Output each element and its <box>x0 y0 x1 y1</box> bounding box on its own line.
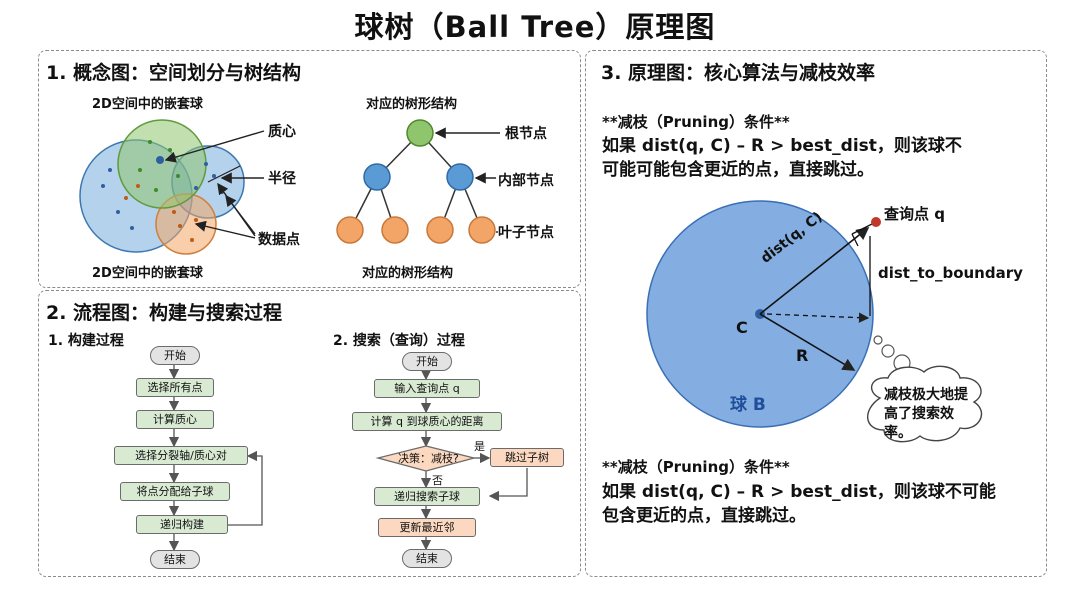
build-step-3: 选择分裂轴/质心对 <box>114 446 248 465</box>
green-ball <box>117 119 207 209</box>
internal-node-left <box>363 163 391 191</box>
root-node-label: 根节点 <box>505 126 547 142</box>
build-step-2: 计算质心 <box>136 410 214 429</box>
pruning-condition-line2-top: 可能可能包含更近的点，直接跳过。 <box>602 160 874 180</box>
search-end: 结束 <box>402 549 452 568</box>
search-step-input: 输入查询点 q <box>374 379 480 398</box>
build-heading: 1. 构建过程 <box>48 333 124 349</box>
pruning-condition-line1-bottom: 如果 dist(q, C) – R > best_dist，则该球不可能 <box>602 482 996 502</box>
build-step-1: 选择所有点 <box>136 378 214 397</box>
search-start: 开始 <box>402 352 452 371</box>
radius-r-label: R <box>796 346 809 365</box>
internal-node-label: 内部节点 <box>498 173 554 189</box>
build-step-4: 将点分配给子球 <box>120 482 230 501</box>
search-heading: 2. 搜索（查询）过程 <box>333 333 465 349</box>
yes-label: 是 <box>474 440 485 453</box>
tree-caption-top: 对应的树形结构 <box>366 97 458 112</box>
thought-cloud <box>867 365 983 443</box>
leaf-node-2 <box>381 216 409 244</box>
nested-balls-caption-bottom: 2D空间中的嵌套球 <box>92 266 203 281</box>
centroid-label: 质心 <box>268 124 296 140</box>
decision-text: 决策：减枝? <box>398 452 459 465</box>
center-label: C <box>736 318 748 337</box>
principle-heading: 3. 原理图：核心算法与减枝效率 <box>601 62 876 84</box>
root-node <box>406 119 434 147</box>
thought-text: 减枝极大地提高了搜索效率。 <box>884 387 968 441</box>
no-label: 否 <box>432 474 443 487</box>
ball-b-label: 球 B <box>730 395 766 415</box>
query-point <box>871 217 881 227</box>
dist-to-boundary-label: dist_to_boundary <box>878 264 1023 282</box>
pruning-condition-title-top: **减枝（Pruning）条件** <box>602 113 790 131</box>
flowchart-heading: 2. 流程图：构建与搜索过程 <box>46 302 283 324</box>
nested-balls-caption-top: 2D空间中的嵌套球 <box>92 97 203 112</box>
search-step-recurse: 递归搜索子球 <box>374 487 480 506</box>
build-step-5: 递归构建 <box>136 515 228 534</box>
tree-caption-bottom: 对应的树形结构 <box>362 266 454 281</box>
search-step-distance: 计算 q 到球质心的距离 <box>352 412 502 431</box>
query-point-label: 查询点 q <box>884 205 945 223</box>
leaf-node-3 <box>426 216 454 244</box>
build-end: 结束 <box>150 550 200 569</box>
skip-subtree: 跳过子树 <box>490 448 564 467</box>
leaf-node-label: 叶子节点 <box>498 225 554 241</box>
concept-panel <box>38 50 581 288</box>
leaf-node-4 <box>468 216 496 244</box>
leaf-node-1 <box>336 216 364 244</box>
pruning-condition-line1-top: 如果 dist(q, C) – R > best_dist，则该球不 <box>602 136 962 156</box>
radius-label: 半径 <box>268 171 296 187</box>
flowchart-panel <box>38 290 581 577</box>
page-title: 球树（Ball Tree）原理图 <box>354 10 716 44</box>
principle-panel <box>585 50 1047 577</box>
internal-node-right <box>446 163 474 191</box>
search-step-update: 更新最近邻 <box>378 518 476 537</box>
pruning-condition-line2-bottom: 包含更近的点，直接跳过。 <box>602 506 806 526</box>
pruning-condition-title-bottom: **减枝（Pruning）条件** <box>602 458 790 476</box>
decision-diamond <box>375 445 477 472</box>
datapoints-label: 数据点 <box>258 232 300 248</box>
build-start: 开始 <box>150 346 200 365</box>
concept-heading: 1. 概念图：空间划分与树结构 <box>46 62 302 84</box>
